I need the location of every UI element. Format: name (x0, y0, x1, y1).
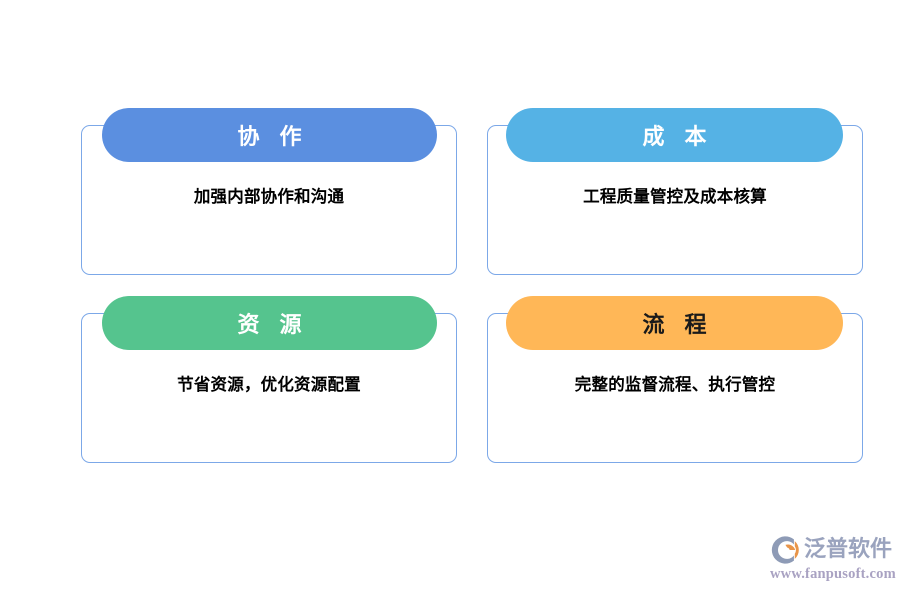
card-resource-header[interactable]: 资 源 (102, 296, 437, 350)
card-collaboration-header[interactable]: 协 作 (102, 108, 437, 162)
card-collaboration-body: 加强内部协作和沟通 (193, 188, 345, 206)
brand-logo-row: 泛普软件 (768, 532, 896, 568)
card-process-header[interactable]: 流 程 (506, 296, 843, 350)
card-cost-header[interactable]: 成 本 (506, 108, 843, 162)
card-resource-body: 节省资源，优化资源配置 (177, 376, 361, 394)
card-cost-body: 工程质量管控及成本核算 (583, 188, 767, 206)
card-process-body: 完整的监督流程、执行管控 (574, 376, 776, 394)
fanpu-swirl-logo-icon (771, 536, 799, 564)
brand-logo: 泛普软件 www.fanpusoft.com (768, 532, 896, 588)
brand-wordmark: 泛普软件 (804, 537, 893, 562)
brand-url: www.fanpusoft.com (770, 566, 896, 582)
